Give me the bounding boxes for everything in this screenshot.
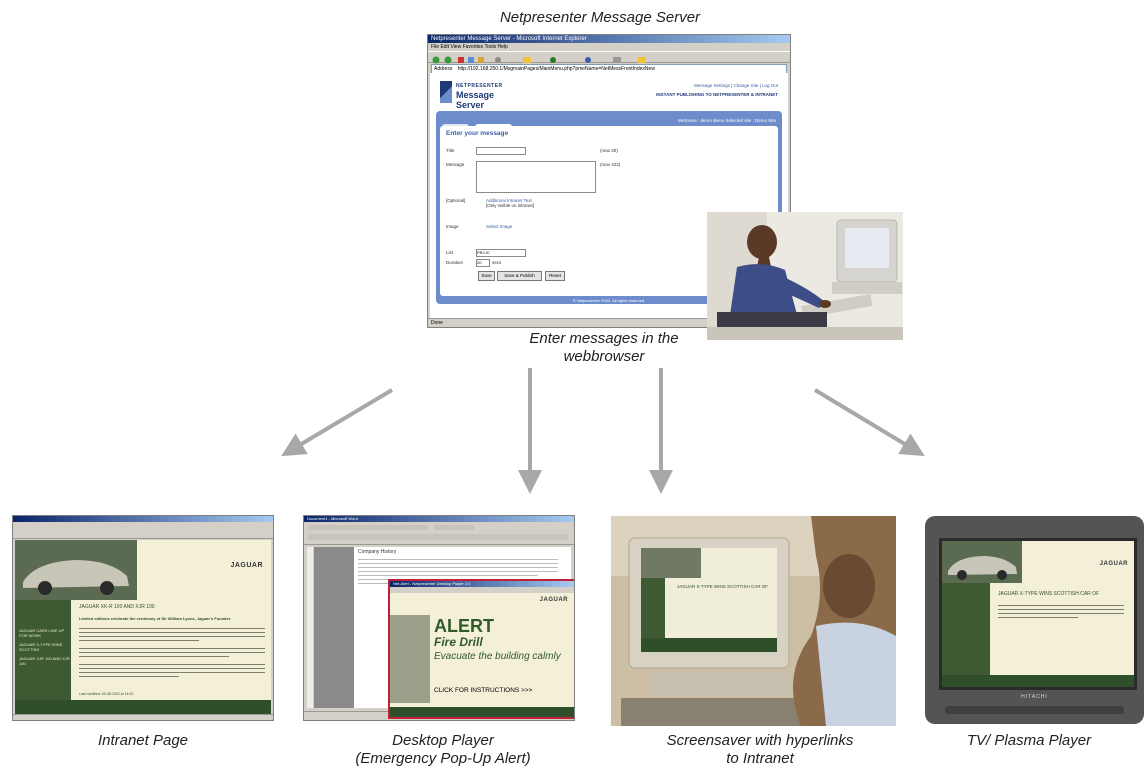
- intranet-subhead: Limited editions celebrate the centenary…: [79, 616, 232, 621]
- address-value: http://192.168.250.1/MsgmainPages/MainMe…: [457, 66, 655, 72]
- intranet-note: [Only visible on intranet]: [486, 203, 535, 208]
- tv-jaguar-logo: JAGUAR: [1099, 561, 1128, 567]
- browser-menu-bar: File Edit View Favorites Tools Help: [431, 44, 508, 50]
- intranet-page-screenshot: JAGUAR CARS LINE UP FOR WORK JAGUAR X-TY…: [12, 515, 274, 721]
- word-ruler: [307, 547, 313, 708]
- ms-header: NETPRESENTER Message Server Message Sett…: [440, 77, 778, 110]
- browser-title-bar: Netpresenter Message Server - Microsoft …: [428, 35, 790, 43]
- max-message: (max 422): [600, 162, 621, 167]
- alert-title-bar: Net-Alert - Netpresenter Desktop Player …: [390, 581, 574, 587]
- man-at-computer-illustration: [707, 212, 903, 340]
- logo-mark-icon: [440, 81, 452, 103]
- toolbar-icons: [432, 56, 646, 64]
- save-button[interactable]: Save: [478, 271, 495, 281]
- logo-small-text: NETPRESENTER: [456, 83, 503, 89]
- tv-headline: JAGUAR X-TYPE WINS SCOTTISH CAR OF: [998, 591, 1100, 597]
- tv-footer-bar: [942, 675, 1134, 687]
- list-select[interactable]: PRJ-IC: [476, 249, 526, 257]
- caption-screensaver-line2: to Intranet: [726, 750, 794, 767]
- ms-top-links[interactable]: Message Settings | Change Site | Log Out: [694, 83, 778, 88]
- ms-tagline: INSTANT PUBLISHING TO NETPRESENTER & INT…: [656, 92, 778, 97]
- label-title: Title: [446, 148, 455, 153]
- alert-instructions-link[interactable]: CLICK FOR INSTRUCTIONS >>>: [434, 687, 533, 694]
- center-caption: Enter messages in the webbrowser: [529, 330, 679, 365]
- label-message: Message: [446, 162, 465, 167]
- caption-intranet-page: Intranet Page: [97, 732, 189, 749]
- word-toolbar-icons: [308, 525, 568, 540]
- word-toolbars: [304, 522, 574, 545]
- link-select-image[interactable]: Select Image: [486, 224, 513, 229]
- alert-title: ALERT: [434, 616, 494, 636]
- message-textarea[interactable]: [476, 161, 596, 193]
- logo-big-text: Message Server: [456, 90, 495, 110]
- word-doc-heading: Company History: [358, 549, 397, 555]
- screensaver-photo: JAGUAR X-TYPE WINS SCOTTISH CAR OF: [611, 516, 896, 726]
- intranet-toolbar: [13, 522, 273, 539]
- link-intranet-text[interactable]: Additional Intranet Text: [486, 198, 532, 203]
- label-list: List: [446, 250, 454, 255]
- tv-brand: HITACHI: [1021, 694, 1048, 700]
- save-publish-button[interactable]: Save & Publish: [497, 271, 542, 281]
- label-duration: Duration: [446, 260, 464, 265]
- title-input[interactable]: [476, 147, 526, 155]
- intranet-title-bar: [13, 516, 273, 522]
- alert-popup[interactable]: Net-Alert - Netpresenter Desktop Player …: [388, 579, 574, 719]
- caption-tv: TV/ Plasma Player: [966, 732, 1092, 749]
- address-label: Address: [434, 66, 453, 72]
- form-heading: Enter your message: [446, 130, 509, 137]
- duration-input[interactable]: 20: [476, 259, 490, 267]
- caption-screensaver-line1: Screensaver with hyperlinks: [666, 732, 854, 749]
- photo-man-at-computer: [707, 212, 903, 340]
- ms-welcome: Welcome : demo demo Selected site : Demo…: [678, 118, 776, 123]
- tv-screen: JAGUAR JAGUAR X-TYPE WINS SCOTTISH CAR O…: [939, 538, 1137, 690]
- alert-footer-bar: [390, 707, 574, 717]
- browser-status-bar: Done: [428, 318, 790, 327]
- word-title-bar: Document1 - Microsoft Word: [304, 516, 574, 522]
- intranet-status-bar: [13, 714, 273, 720]
- tv-jaguar-car-image: [942, 541, 1022, 583]
- arrow-to-tv: [813, 388, 925, 457]
- alert-line1: Fire Drill: [434, 635, 483, 649]
- caption-desktop-line2: (Emergency Pop-Up Alert): [355, 750, 531, 767]
- browser-toolbar: [428, 51, 790, 64]
- caption-desktop-player: Desktop Player (Emergency Pop-Up Alert): [318, 732, 568, 768]
- intranet-headline: JAGUAR XK-R 100 AND XJR 100: [79, 604, 155, 610]
- word-margin: [314, 547, 354, 708]
- desktop-player-screenshot: Document1 - Microsoft Word Company Histo…: [303, 515, 575, 721]
- ms-top-right: Message Settings | Change Site | Log Out…: [656, 81, 778, 99]
- intranet-side-item-2[interactable]: JAGUAR X-TYPE WINS SCOTTISH: [19, 642, 63, 652]
- alert-toolbar: [390, 587, 574, 593]
- caption-desktop-line1: Desktop Player: [392, 732, 494, 749]
- intranet-footer: Last modified: 09-08-2002 at 14:00: [79, 692, 134, 696]
- alert-jaguar-logo: JAGUAR: [539, 597, 568, 603]
- screensaver-headline: JAGUAR X-TYPE WINS SCOTTISH CAR OF: [677, 584, 769, 589]
- diagram-title: Netpresenter Message Server: [499, 9, 701, 26]
- tv-plasma-player: JAGUAR JAGUAR X-TYPE WINS SCOTTISH CAR O…: [925, 516, 1144, 724]
- intranet-side-item-3[interactable]: JAGUAR XJR 100 AND XJR 100: [19, 656, 70, 666]
- message-form: Enter your message Title (max 30) Messag…: [440, 126, 778, 296]
- intranet-jaguar-page: JAGUAR CARS LINE UP FOR WORK JAGUAR X-TY…: [15, 540, 271, 714]
- intranet-footer-bar: [15, 700, 271, 714]
- duration-unit: secs: [492, 260, 502, 265]
- jaguar-car-image: [15, 540, 137, 600]
- max-title: (max 30): [600, 148, 618, 153]
- intranet-side-item-1[interactable]: JAGUAR CARS LINE UP FOR WORK: [19, 628, 65, 638]
- intranet-jaguar-logo: JAGUAR: [230, 562, 263, 569]
- caption-screensaver: Screensaver with hyperlinks to Intranet: [640, 732, 880, 768]
- arrow-to-intranet: [281, 388, 394, 457]
- screensaver-scene: [611, 516, 896, 726]
- ms-footer: © Netpresenter 2002. All rights reserved…: [572, 298, 646, 303]
- netpresenter-logo: NETPRESENTER Message Server: [440, 81, 520, 110]
- alert-line2: Evacuate the building calmly: [434, 651, 561, 662]
- tv-control-panel: [945, 706, 1124, 714]
- reset-button[interactable]: Reset: [545, 271, 565, 281]
- label-optional: [Optional]: [446, 198, 466, 203]
- label-image: Image: [446, 224, 459, 229]
- alert-side-image: [390, 615, 430, 703]
